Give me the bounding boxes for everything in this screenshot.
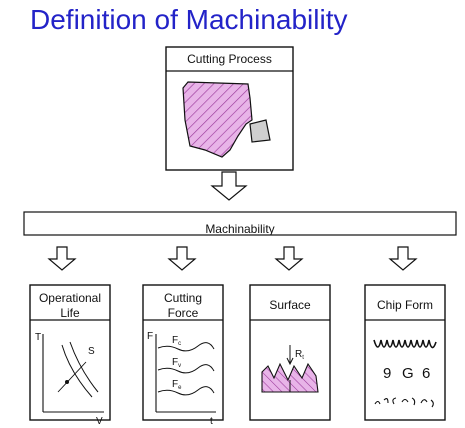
- svg-text:Fe: Fe: [172, 379, 182, 391]
- svg-text:S: S: [88, 346, 95, 357]
- svg-text:Chip Form: Chip Form: [377, 298, 433, 312]
- cutting-force-box: Cutting Force F t Fc Fv Fe: [142, 284, 224, 427]
- chip-segments: [374, 397, 434, 408]
- svg-text:Fc: Fc: [172, 335, 181, 347]
- svg-text:t: t: [210, 416, 213, 427]
- machinability-label: Machinability: [205, 222, 274, 236]
- operational-life-box: Operational Life T V S: [29, 284, 111, 427]
- svg-text:Force: Force: [168, 306, 199, 320]
- chip-spiral-3: 6: [422, 365, 430, 382]
- tool-shape: [249, 119, 271, 143]
- surface-profile: [261, 362, 319, 393]
- svg-text:Surface: Surface: [269, 298, 311, 312]
- svg-text:Rt: Rt: [295, 349, 304, 361]
- svg-text:Life: Life: [60, 306, 80, 320]
- chip-continuous: [373, 339, 437, 349]
- chip-spiral-2: G: [402, 365, 414, 382]
- arrow-down-main: [210, 171, 248, 201]
- cutting-process-label: Cutting Process: [187, 52, 272, 66]
- cutting-process-box: Cutting Process: [165, 46, 294, 171]
- arrow-down-2: [167, 246, 197, 271]
- machinability-bar: Machinability: [23, 211, 457, 236]
- arrow-down-1: [47, 246, 77, 271]
- svg-text:F: F: [147, 331, 153, 342]
- svg-text:Operational: Operational: [39, 291, 101, 305]
- arrow-down-3: [274, 246, 304, 271]
- svg-text:Cutting: Cutting: [164, 291, 202, 305]
- surface-box: Surface Rt: [249, 284, 331, 421]
- chip-spiral-1: 9: [383, 365, 391, 382]
- svg-text:T: T: [35, 332, 41, 343]
- svg-text:Fv: Fv: [172, 357, 181, 369]
- page-title: Definition of Machinability: [30, 4, 348, 35]
- arrow-down-4: [388, 246, 418, 271]
- svg-text:V: V: [96, 416, 103, 427]
- chip-form-box: Chip Form 9 G 6: [364, 284, 446, 421]
- workpiece-shape: [182, 81, 253, 158]
